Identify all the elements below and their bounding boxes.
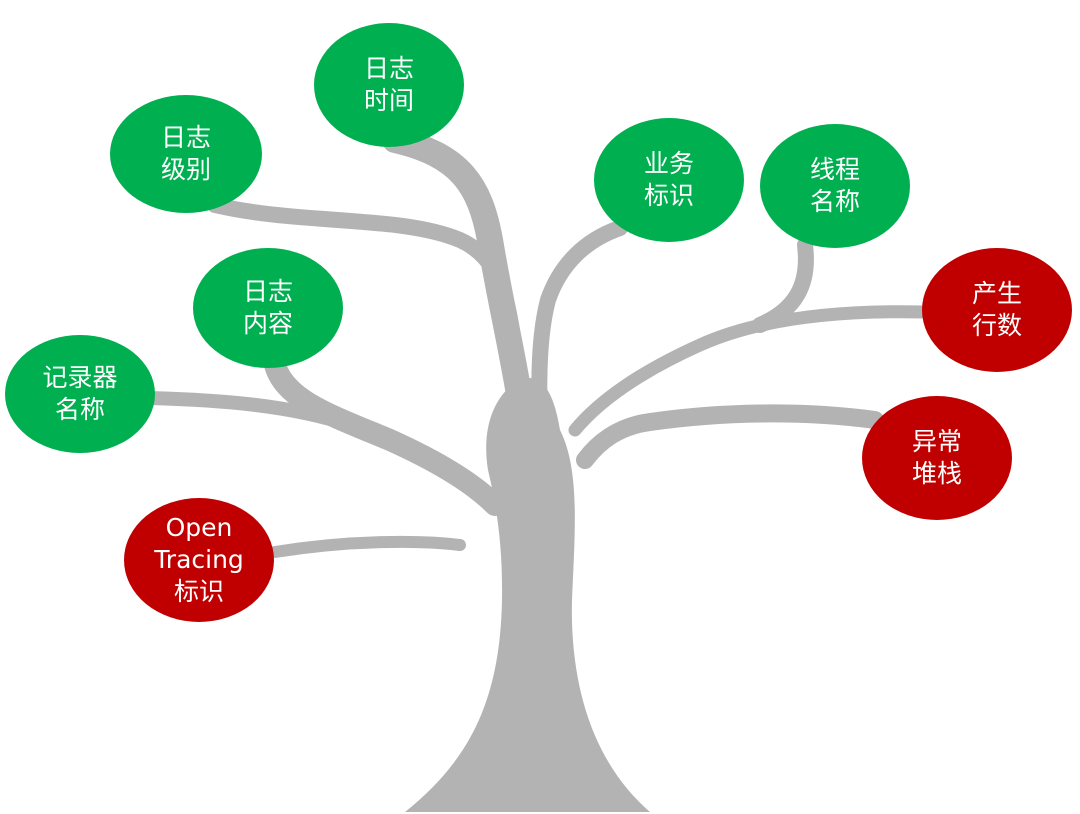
- node-label-line: 异常: [911, 427, 962, 456]
- node-label-line: Open: [165, 513, 233, 542]
- node-thread-name: 线程名称: [760, 124, 910, 248]
- node-label-line: Tracing: [154, 545, 244, 574]
- node-label-line: 级别: [160, 155, 211, 184]
- node-label-line: 日志: [242, 277, 293, 306]
- node-label-line: 名称: [809, 187, 860, 216]
- node-label-line: 业务: [643, 149, 694, 178]
- node-logger-name: 记录器名称: [5, 335, 155, 453]
- node-label-line: 记录器: [42, 363, 118, 392]
- node-label-line: 日志: [363, 54, 414, 83]
- node-label-line: 时间: [363, 86, 414, 115]
- node-log-time: 日志时间: [314, 23, 464, 147]
- node-label-line: 堆栈: [911, 459, 962, 488]
- node-label-line: 名称: [54, 395, 105, 424]
- node-line-number: 产生行数: [922, 248, 1072, 372]
- node-log-level: 日志级别: [110, 95, 262, 213]
- branch-line-number: [568, 305, 932, 437]
- node-label-line: 日志: [160, 123, 211, 152]
- node-label-line: 行数: [971, 311, 1022, 340]
- node-log-content: 日志内容: [193, 248, 343, 368]
- branch-business-id: [531, 220, 628, 428]
- node-business-id: 业务标识: [594, 118, 744, 242]
- node-label-line: 线程: [809, 155, 860, 184]
- branch-log-time: [382, 127, 533, 413]
- node-label-line: 内容: [242, 309, 293, 338]
- branch-logger-name: [143, 391, 502, 507]
- node-label-line: 标识: [173, 577, 224, 606]
- node-label-line: 标识: [643, 181, 694, 210]
- trunk: [405, 378, 650, 812]
- node-label-line: 产生: [971, 279, 1022, 308]
- branch-exception-stack: [576, 404, 884, 469]
- branches: [143, 127, 932, 558]
- branch-opentracing: [269, 535, 466, 558]
- node-exception-stack: 异常堆栈: [862, 396, 1012, 520]
